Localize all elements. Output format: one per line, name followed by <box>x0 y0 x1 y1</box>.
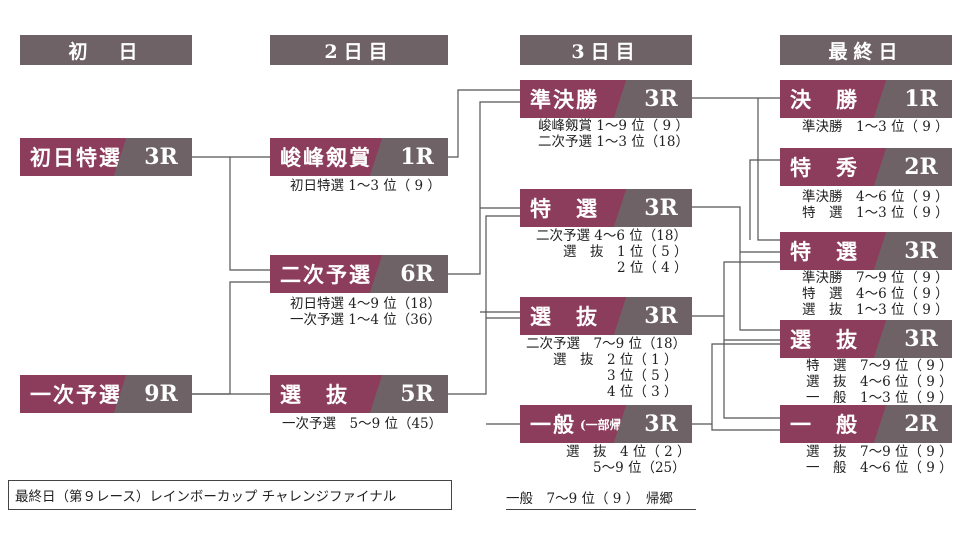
race-name: 選 抜 <box>270 375 386 413</box>
race-number: 1R <box>890 80 952 118</box>
race-number: 2R <box>890 405 952 443</box>
day-header-day3: 3日目 <box>520 35 692 65</box>
qual-senbatsu-final: 特 選 7～9 位（ 9 ） 選 抜 4～6 位（ 9 ） 一 般 1～3 位（… <box>806 358 953 406</box>
race-name: 初日特選 <box>20 138 130 176</box>
race-name: 決 勝 <box>780 80 890 118</box>
connector-junkessho-to-final <box>692 97 780 241</box>
connector-senbatsu2-to-day3 <box>448 215 520 425</box>
race-name: 選 抜 <box>520 297 630 335</box>
race-number: 5R <box>386 375 448 413</box>
race-name: 特 秀 <box>780 148 890 186</box>
race-niji-yosen: 二次予選 6R <box>270 255 448 293</box>
qual-tokushu: 準決勝 4～6 位（ 9 ） 特 選 1～3 位（ 9 ） <box>802 189 949 221</box>
race-number: 3R <box>890 320 952 358</box>
race-number: 2R <box>890 148 952 186</box>
race-name: 選 抜 <box>780 320 890 358</box>
race-number: 3R <box>890 232 952 270</box>
race-name: 一次予選 <box>20 375 130 413</box>
connector-ichiji-to-niji <box>190 281 270 395</box>
connector-niji-to-day3 <box>448 101 520 313</box>
race-number: 3R <box>630 189 692 227</box>
qual-senbatsu-day3: 二次予選 7～9 位（18） 選 抜 2 位（ 1 ） 3 位（ 5 ） 4 位… <box>526 336 687 400</box>
qual-tokusen-final: 準決勝 7～9 位（ 9 ） 特 選 4～6 位（ 9 ） 選 抜 1～3 位（… <box>802 270 949 318</box>
qual-kessho: 準決勝 1～3 位（ 9 ） <box>802 119 949 135</box>
race-ippan-final: 一 般 2R <box>780 405 952 443</box>
day-header-final: 最終日 <box>780 35 952 65</box>
race-number: 3R <box>130 138 192 176</box>
race-name: 一般(一部帰) <box>520 405 630 443</box>
race-ichiji-yosen: 一次予選 9R <box>20 375 192 413</box>
race-number: 6R <box>386 255 448 293</box>
qual-ippan-final: 選 抜 7～9 位（ 9 ） 一 般 4～6 位（ 9 ） <box>806 444 953 476</box>
qual-junkessho: 峻峰剱賞 1～9 位（ 9 ） 二次予選 1～3 位（18） <box>538 118 689 150</box>
race-shunpo: 峻峰剱賞 1R <box>270 138 448 176</box>
race-number: 3R <box>630 297 692 335</box>
race-name: 峻峰剱賞 <box>270 138 386 176</box>
connector-ippan3-to-final <box>692 343 780 431</box>
race-kessho: 決 勝 1R <box>780 80 952 118</box>
race-name: 準決勝 <box>520 80 630 118</box>
day-header-day2: 2日目 <box>270 35 448 65</box>
race-number: 1R <box>386 138 448 176</box>
race-senbatsu-day2: 選 抜 5R <box>270 375 448 413</box>
connector-tokusen3-to-final <box>692 206 780 331</box>
day-header-day1: 初 日 <box>20 35 192 65</box>
race-senbatsu-final: 選 抜 3R <box>780 320 952 358</box>
race-name: 特 選 <box>520 189 630 227</box>
connector-shonichi-to-niji <box>229 157 270 271</box>
qual-shunpo: 初日特選 1～3 位（ 9 ） <box>290 178 441 194</box>
connector-shunpo-to-junkessho <box>448 89 520 158</box>
race-senbatsu-day3: 選 抜 3R <box>520 297 692 335</box>
race-name: 特 選 <box>780 232 890 270</box>
qual-tokusen-day3: 二次予選 4～6 位（18） 選 抜 1 位（ 5 ） 2 位（ 4 ） <box>536 228 688 276</box>
race-name: 二次予選 <box>270 255 386 293</box>
race-number: 3R <box>630 405 692 443</box>
race-tokushu: 特 秀 2R <box>780 148 952 186</box>
qual-senbatsu-day2: 一次予選 5～9 位（45） <box>282 416 443 432</box>
race-tokusen-final: 特 選 3R <box>780 232 952 270</box>
connector-senbatsu3-to-final <box>692 261 780 419</box>
race-junkessho: 準決勝 3R <box>520 80 692 118</box>
race-name: 一 般 <box>780 405 890 443</box>
race-number: 9R <box>130 375 192 413</box>
qual-ippan-day3: 選 抜 4 位（ 2 ） 5～9 位（25） <box>566 444 691 476</box>
kikyo-note: 一般 7～9 位（ 9 ） 帰郷 <box>506 487 696 510</box>
race-number: 3R <box>630 80 692 118</box>
race-shonichi-tokusen: 初日特選 3R <box>20 138 192 176</box>
final-race-note: 最終日（第９レース）レインボーカップ チャレンジファイナル <box>8 480 452 510</box>
qual-niji-yosen: 初日特選 4～9 位（18） 一次予選 1～4 位（36） <box>290 296 441 328</box>
race-ippan-day3: 一般(一部帰) 3R <box>520 405 692 443</box>
race-tokusen-day3: 特 選 3R <box>520 189 692 227</box>
